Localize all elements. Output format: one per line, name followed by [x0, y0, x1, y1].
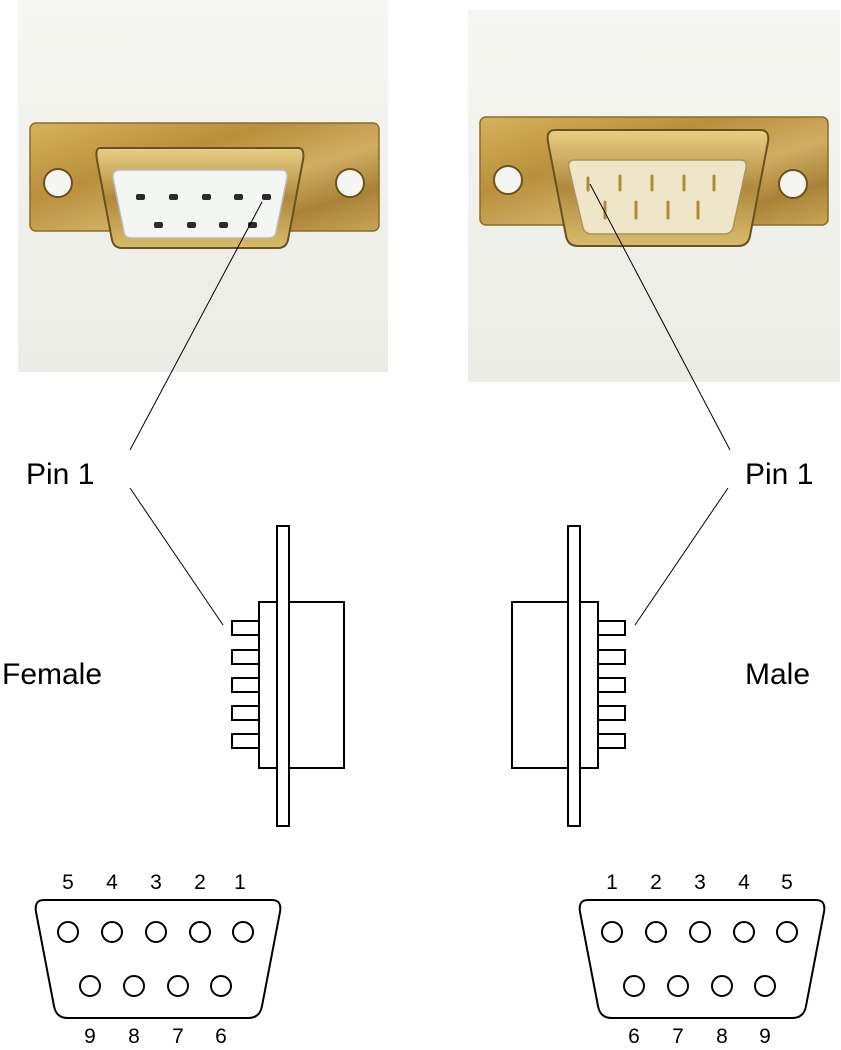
- male-pin-4: [733, 921, 755, 943]
- female-pinout: 5 4 3 2 1 9 8 7 6: [34, 871, 282, 1048]
- male-pin-number: 9: [759, 1025, 771, 1048]
- female-pin-number: 3: [150, 871, 162, 894]
- female-pin-1: [232, 921, 254, 943]
- female-side-flange: [276, 525, 290, 827]
- male-side-pin: [597, 705, 626, 721]
- male-pin1-label: Pin 1: [745, 458, 813, 491]
- male-pin-8: [711, 975, 733, 997]
- male-pin-6: [623, 975, 645, 997]
- female-side-pin: [231, 705, 260, 721]
- male-pinout: 1 2 3 4 5 6 7 8 9: [578, 871, 826, 1048]
- male-pin-number: 3: [694, 871, 706, 894]
- female-pin-9: [79, 975, 101, 997]
- female-side-view: [231, 525, 345, 827]
- male-side-pin1-leader: [634, 487, 729, 626]
- male-pin-number: 7: [672, 1025, 684, 1048]
- male-left-mount-hole: [493, 165, 523, 195]
- female-pin-number: 2: [194, 871, 206, 894]
- male-label: Male: [745, 658, 810, 691]
- male-side-pin: [597, 620, 626, 636]
- male-pin-number: 5: [781, 871, 793, 894]
- female-socket-hole: [202, 194, 211, 200]
- female-photo-pin1-leader: [129, 201, 263, 451]
- female-socket-hole: [136, 194, 145, 200]
- male-pin-9: [754, 975, 776, 997]
- female-pin-number: 8: [128, 1025, 140, 1048]
- female-side-body: [258, 601, 345, 769]
- female-side-pin1-leader: [129, 487, 224, 626]
- male-pinout-outline: [578, 899, 826, 1019]
- male-right-mount-hole: [778, 169, 808, 199]
- male-pin-number: 2: [650, 871, 662, 894]
- male-side-body: [511, 601, 599, 769]
- male-side-flange: [567, 525, 581, 827]
- female-pin-number: 7: [172, 1025, 184, 1048]
- male-pin-2: [645, 921, 667, 943]
- female-pin-number: 4: [106, 871, 118, 894]
- male-connector-photo: [468, 10, 840, 382]
- female-pin-number: 6: [215, 1025, 227, 1048]
- callout-lines: [129, 183, 731, 626]
- female-pin-6: [210, 975, 232, 997]
- female-pin1-label: Pin 1: [26, 458, 94, 491]
- female-insulator: [112, 169, 288, 239]
- male-pin-5: [776, 921, 798, 943]
- female-socket-hole: [187, 222, 196, 228]
- female-side-pin: [231, 620, 260, 636]
- female-pin-8: [123, 975, 145, 997]
- female-socket-hole: [219, 222, 228, 228]
- male-insulator: [567, 159, 748, 235]
- female-socket-hole: [234, 194, 243, 200]
- male-side-pin: [597, 649, 626, 665]
- female-side-pin: [231, 649, 260, 665]
- female-pin-number: 9: [84, 1025, 96, 1048]
- male-pins: [586, 174, 716, 220]
- female-socket-hole: [154, 222, 163, 228]
- male-pin-number: 4: [738, 871, 750, 894]
- female-left-mount-hole: [43, 168, 73, 198]
- male-pin-1: [601, 921, 623, 943]
- male-pin-number: 1: [606, 871, 618, 894]
- female-label: Female: [2, 658, 102, 691]
- female-pin-3: [145, 921, 167, 943]
- female-pin-5: [57, 921, 79, 943]
- female-socket-holes: [136, 194, 271, 228]
- female-side-pin: [231, 677, 260, 693]
- female-pin-4: [101, 921, 123, 943]
- female-right-mount-hole: [335, 168, 365, 198]
- female-pin-2: [189, 921, 211, 943]
- female-pin-number: 5: [62, 871, 74, 894]
- female-connector-photo: [18, 0, 388, 372]
- female-side-pin: [231, 733, 260, 749]
- male-pin-3: [689, 921, 711, 943]
- female-socket-hole: [169, 194, 178, 200]
- female-socket-hole: [262, 194, 271, 200]
- male-side-pin: [597, 677, 626, 693]
- male-side-pin: [597, 733, 626, 749]
- male-pin-number: 6: [628, 1025, 640, 1048]
- male-pin-7: [667, 975, 689, 997]
- female-pin-number: 1: [234, 871, 246, 894]
- female-pinout-outline: [34, 899, 282, 1019]
- female-pin-7: [167, 975, 189, 997]
- male-side-view: [511, 525, 626, 827]
- male-photo-pin1-leader: [589, 183, 731, 451]
- male-pin-number: 8: [716, 1025, 728, 1048]
